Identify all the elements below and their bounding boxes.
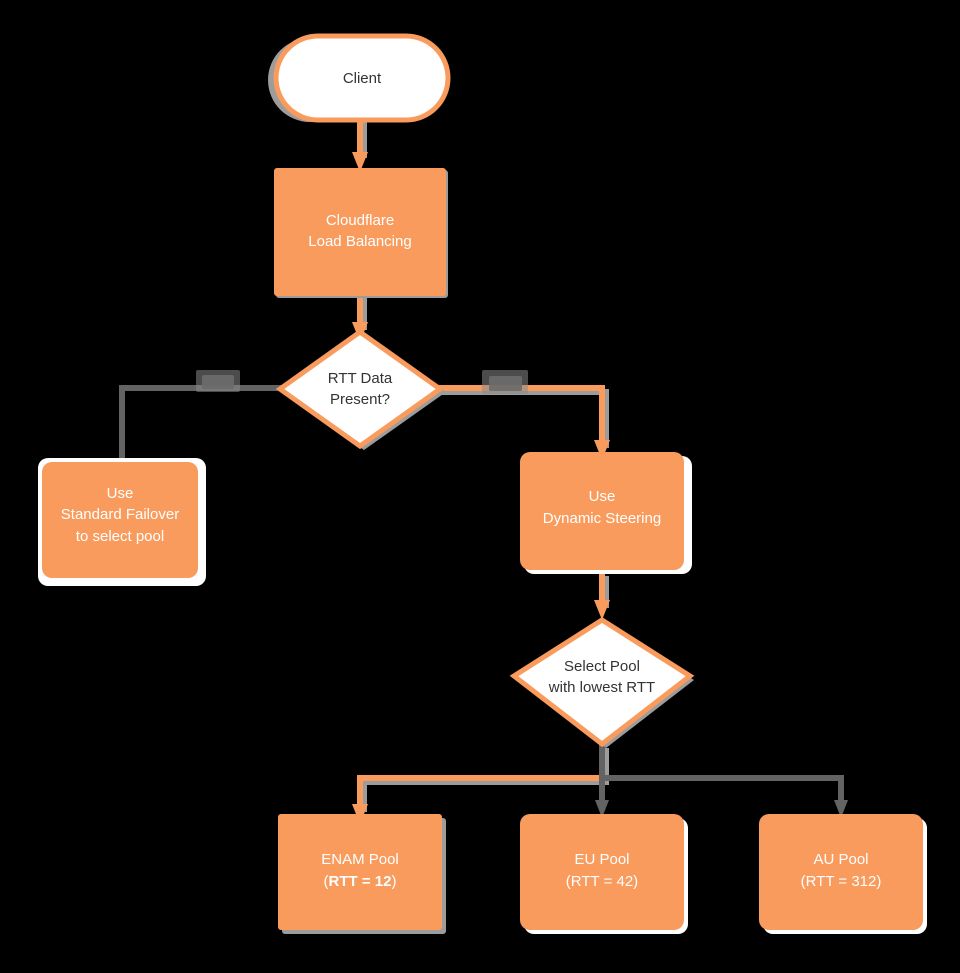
standard-failover-line-1: Use <box>107 485 134 502</box>
rtt-decision-line-2: Present? <box>330 391 390 408</box>
cloudflare-load-balancing-line-1: Cloudflare <box>326 212 394 229</box>
enam-pool-line-2: (RTT = 12) <box>324 873 397 890</box>
enam-pool-line-1: ENAM Pool <box>321 851 399 868</box>
enam-pool-node[interactable]: ENAM Pool (RTT = 12) <box>278 814 446 934</box>
rtt-decision-line-1: RTT Data <box>328 370 393 387</box>
edge-select-pool-to-enam[interactable] <box>352 744 609 824</box>
dynamic-steering-line-2: Dynamic Steering <box>543 510 661 527</box>
edge-decision-to-dynamic-steering[interactable] <box>436 370 610 460</box>
enam-paren-close: ) <box>391 873 396 890</box>
enam-rtt-value: RTT = 12 <box>329 873 392 890</box>
standard-failover-line-2: Standard Failover <box>61 506 179 523</box>
cloudflare-load-balancing-line-2: Load Balancing <box>308 233 411 250</box>
standard-failover-line-3: to select pool <box>76 528 164 545</box>
edge-decision-to-standard-failover[interactable] <box>119 370 285 470</box>
select-pool-decision[interactable]: Select Pool with lowest RTT <box>509 617 695 748</box>
au-pool-node[interactable]: AU Pool (RTT = 312) <box>759 814 927 934</box>
edge-dynamic-steering-to-select-pool <box>594 572 610 620</box>
dynamic-steering-line-1: Use <box>589 488 616 505</box>
client-node-label: Client <box>343 70 382 87</box>
au-pool-line-1: AU Pool <box>813 851 868 868</box>
standard-failover-node[interactable]: Use Standard Failover to select pool <box>38 458 206 586</box>
cloudflare-load-balancing-node[interactable]: Cloudflare Load Balancing <box>274 168 448 298</box>
edge-client-to-load-balancing <box>352 118 368 172</box>
enam-paren-open: ( <box>324 873 329 890</box>
eu-pool-node[interactable]: EU Pool (RTT = 42) <box>520 814 688 934</box>
rtt-data-present-decision[interactable]: RTT Data Present? <box>275 328 446 450</box>
select-pool-line-1: Select Pool <box>564 658 640 675</box>
eu-pool-line-2: (RTT = 42) <box>566 873 638 890</box>
client-node[interactable]: Client <box>268 33 451 123</box>
au-pool-line-2: (RTT = 312) <box>801 873 882 890</box>
eu-pool-line-1: EU Pool <box>574 851 629 868</box>
edge-select-pool-to-au[interactable] <box>602 775 848 818</box>
select-pool-line-2: with lowest RTT <box>548 679 655 696</box>
dynamic-steering-node[interactable]: Use Dynamic Steering <box>520 452 692 574</box>
